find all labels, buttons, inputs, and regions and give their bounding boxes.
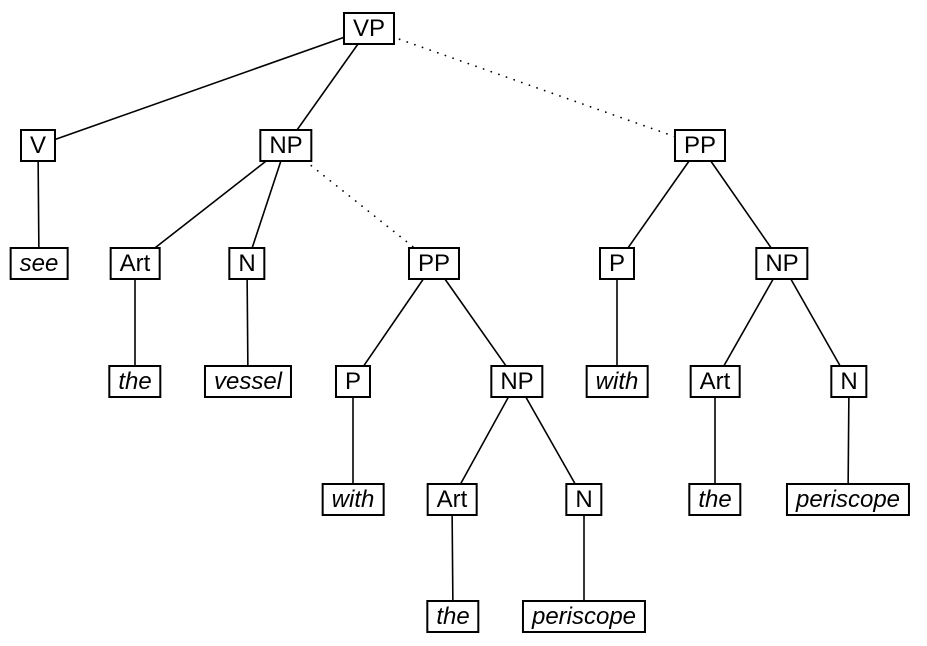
tree-edge-np-r-n-r	[781, 263, 850, 382]
tree-node-np1: NP	[259, 129, 313, 162]
tree-node-pp-r: PP	[673, 129, 727, 162]
tree-node-with-r: with	[585, 365, 649, 398]
tree-edge-vp-pp-r	[368, 27, 701, 147]
tree-node-p-r: P	[598, 247, 636, 280]
tree-edge-art-m-the-m	[451, 499, 454, 617]
tree-edge-np1-n1	[246, 145, 287, 264]
tree-node-the1: the	[108, 365, 162, 398]
tree-edge-np1-pp-m	[285, 144, 435, 265]
tree-node-n1: N	[228, 247, 266, 280]
tree-node-vp: VP	[342, 12, 396, 45]
tree-edge-n-r-periscope-r	[847, 381, 850, 500]
tree-node-art-m: Art	[426, 483, 478, 516]
tree-edge-np-m-n-m	[516, 381, 585, 500]
tree-edge-np-m-art-m	[451, 381, 518, 500]
tree-edge-vp-np1	[285, 28, 370, 146]
tree-node-periscope-r: periscope	[785, 483, 911, 516]
tree-edge-n1-vessel	[246, 263, 249, 382]
tree-node-n-m: N	[565, 483, 603, 516]
tree-edge-vp-v	[37, 27, 370, 147]
tree-node-np-m: NP	[490, 365, 544, 398]
tree-node-see: see	[9, 247, 69, 280]
tree-node-p-m: P	[334, 365, 372, 398]
tree-node-the-r: the	[688, 483, 742, 516]
tree-node-art1: Art	[109, 247, 161, 280]
tree-edge-pp-m-p-m	[352, 263, 435, 382]
tree-node-art-r: Art	[689, 365, 741, 398]
tree-node-pp-m: PP	[407, 247, 461, 280]
tree-edge-np1-art1	[134, 144, 287, 265]
tree-node-periscope-m: periscope	[521, 600, 647, 633]
tree-node-the-m: the	[426, 600, 480, 633]
tree-edge-np-r-art-r	[714, 263, 783, 382]
tree-edge-pp-r-np-r	[699, 145, 783, 264]
tree-node-n-r: N	[830, 365, 868, 398]
tree-edge-pp-r-p-r	[616, 145, 701, 264]
tree-edge-v-see	[37, 145, 40, 264]
tree-node-with-m: with	[321, 483, 385, 516]
tree-node-v: V	[19, 129, 57, 162]
tree-node-np-r: NP	[755, 247, 809, 280]
tree-node-vessel: vessel	[203, 365, 293, 398]
tree-edge-pp-m-np-m	[433, 263, 518, 382]
